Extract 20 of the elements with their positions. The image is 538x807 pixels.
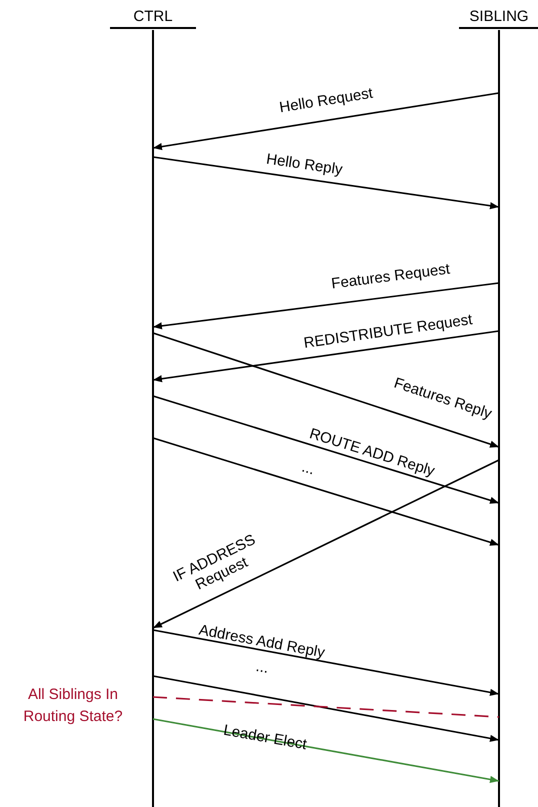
message-arrow: [152, 437, 500, 546]
message-arrow: [152, 675, 500, 742]
divider-line: [152, 696, 500, 718]
note-text: All Siblings In Routing State?: [22, 685, 124, 727]
lifeline-header: SIBLING: [459, 8, 538, 29]
message-arrow: [152, 282, 500, 330]
message-arrow: [152, 92, 500, 150]
message-arrow: [152, 330, 500, 382]
message-arrow: [152, 459, 500, 629]
message-arrow: [152, 156, 500, 210]
message-label: Hello Request: [278, 84, 374, 116]
message-label: ...: [299, 458, 316, 478]
message-label: Features Request: [330, 260, 450, 292]
lifeline-header: CTRL: [110, 8, 196, 29]
message-arrow: [152, 629, 500, 696]
message-arrow: [152, 718, 500, 783]
message-label: Leader Elect: [222, 721, 308, 753]
message-label: Hello Reply: [264, 150, 344, 178]
message-arrow: [152, 332, 500, 448]
message-arrow: [152, 395, 500, 504]
